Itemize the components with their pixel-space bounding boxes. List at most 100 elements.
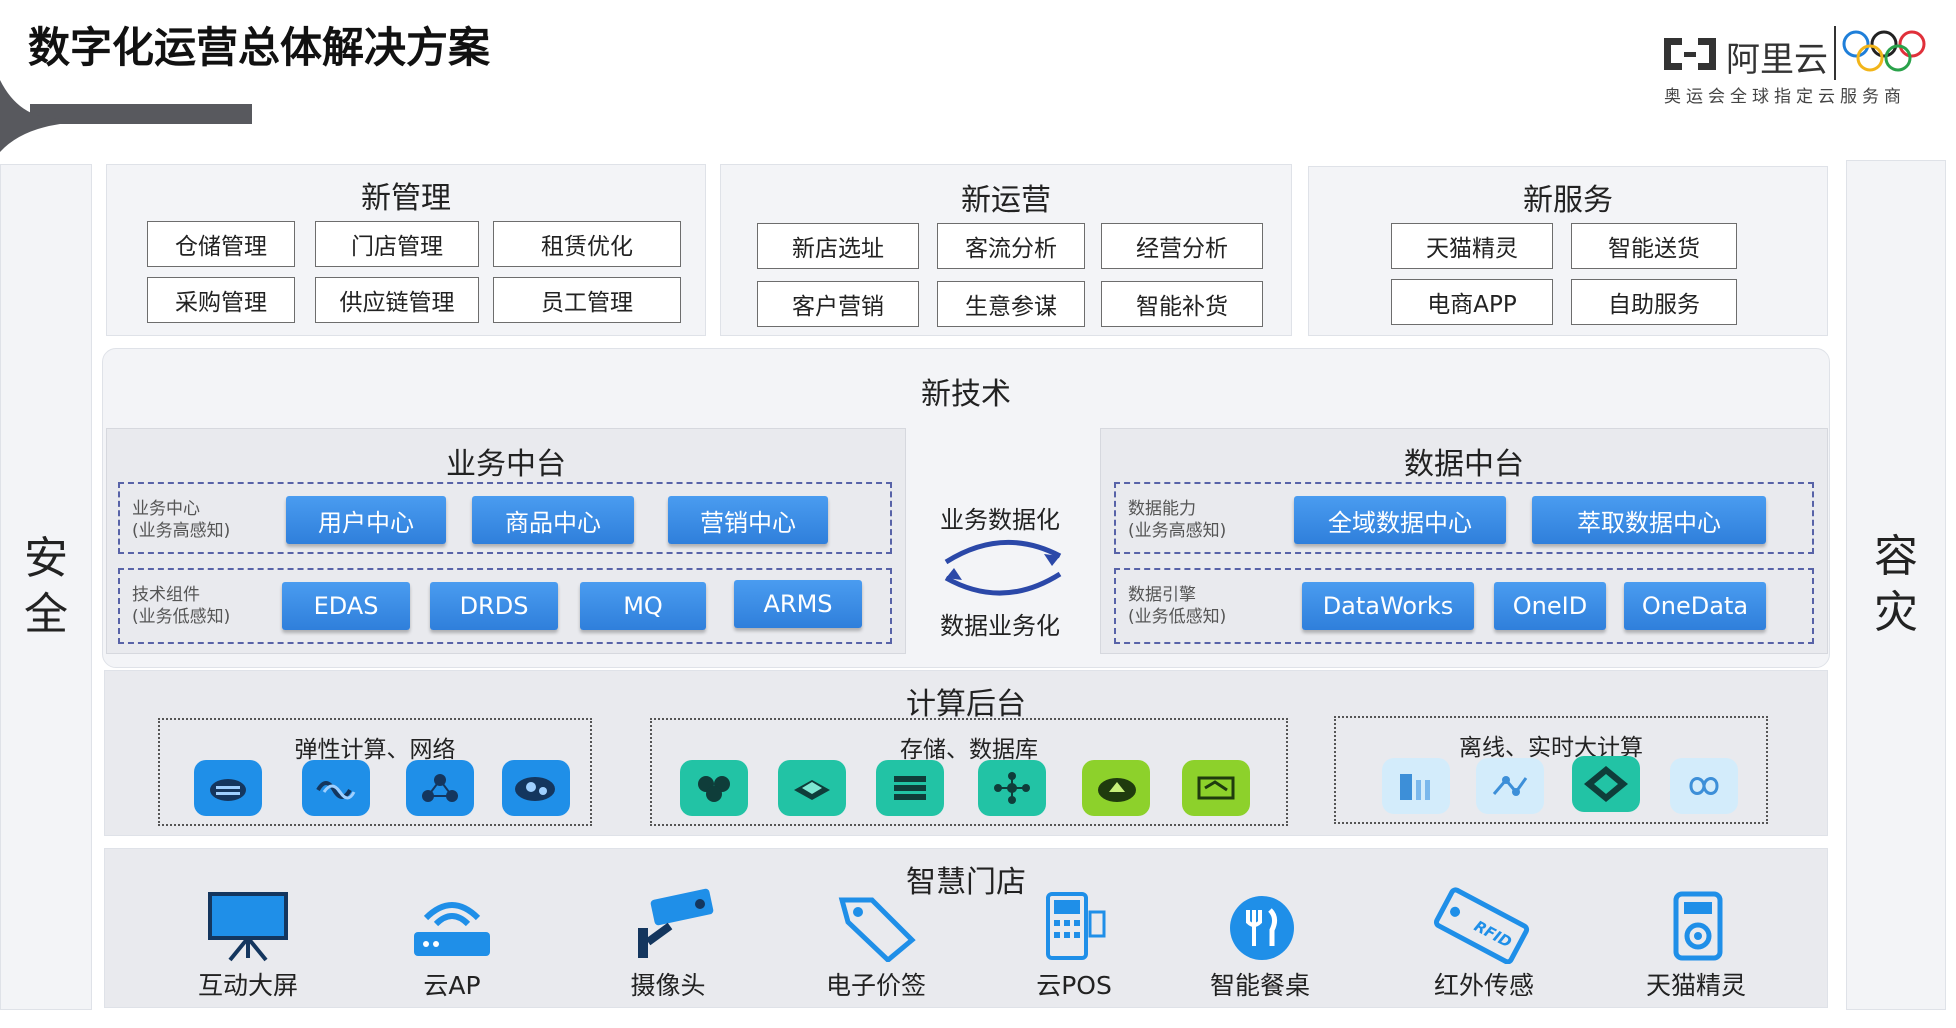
global-data-center-button[interactable]: 全域数据中心 (1294, 496, 1506, 544)
item-smart-replenish[interactable]: 智能补货 (1101, 281, 1263, 327)
item-tmall-genie[interactable]: 天猫精灵 (1391, 223, 1553, 269)
data-engine-row: 数据引擎(业务低感知) (1114, 568, 1814, 644)
cloud-backup-icon (1082, 760, 1150, 816)
device-label: 红外传感 (1433, 971, 1534, 1000)
compute-title: 计算后台 (906, 687, 1026, 722)
user-center-button[interactable]: 用户中心 (286, 496, 446, 544)
row-label: 数据引擎(业务低感知) (1128, 585, 1227, 627)
compute-group-bigdata: 离线、实时大计算 (1334, 716, 1768, 824)
tech-title: 新技术 (921, 377, 1011, 412)
drds-button[interactable]: DRDS (430, 582, 558, 630)
realtime-compute-icon (1572, 756, 1640, 812)
item-biz-advisor[interactable]: 生意参谋 (937, 281, 1085, 327)
device-label: 互动大屏 (197, 971, 298, 1000)
group-title: 弹性计算、网络 (294, 737, 456, 763)
item-traffic-analysis[interactable]: 客流分析 (937, 223, 1085, 269)
sync-bottom-label: 数据业务化 (940, 612, 1060, 640)
device-label: 云POS (1036, 971, 1112, 1000)
row-label: 数据能力(业务高感知) (1128, 499, 1227, 541)
data-transfer-icon (1182, 760, 1250, 816)
item-biz-analysis[interactable]: 经营分析 (1101, 223, 1263, 269)
tech-component-row: 技术组件(业务低感知) (118, 568, 892, 644)
aliyun-logo: 阿里云 奥运会全球指定云服务商 (1658, 24, 1928, 107)
cloud-ap-icon (414, 902, 490, 956)
item-supply-chain[interactable]: 供应链管理 (315, 277, 479, 323)
edas-button[interactable]: EDAS (282, 582, 410, 630)
marketing-center-button[interactable]: 营销中心 (668, 496, 828, 544)
row-label: 技术组件(业务低感知) (132, 585, 231, 627)
bigdata-bars-icon (1382, 758, 1450, 814)
title-accent-bar (30, 104, 252, 124)
oneid-button[interactable]: OneID (1494, 582, 1606, 630)
storage-layer-icon (778, 760, 846, 816)
security-column: 安全 (0, 164, 92, 1010)
sync-top-label: 业务数据化 (940, 506, 1060, 534)
item-ecommerce-app[interactable]: 电商APP (1391, 279, 1553, 325)
disaster-recovery-label: 容灾 (1874, 531, 1918, 638)
page-title: 数字化运营总体解决方案 (28, 23, 491, 72)
item-smart-delivery[interactable]: 智能送货 (1571, 223, 1737, 269)
item-staff[interactable]: 员工管理 (493, 277, 681, 323)
interactive-screen-icon (208, 892, 288, 962)
section-title: 新运营 (961, 183, 1051, 218)
item-site-select[interactable]: 新店选址 (757, 223, 919, 269)
sync-cycle-icon (944, 539, 1062, 596)
device-label: 云AP (423, 971, 481, 1000)
network-wave-icon (302, 760, 370, 816)
olympic-rings-icon (1842, 30, 1926, 72)
item-warehouse[interactable]: 仓储管理 (147, 221, 295, 267)
group-title: 存储、数据库 (900, 737, 1038, 763)
item-customer-marketing[interactable]: 客户营销 (757, 281, 919, 327)
mq-button[interactable]: MQ (580, 582, 706, 630)
arms-button[interactable]: ARMS (734, 580, 862, 628)
device-label: 智能餐桌 (1209, 971, 1310, 1000)
cloud-link-icon (502, 760, 570, 816)
business-center-row: 业务中心(业务高感知) (118, 482, 892, 554)
row-label: 业务中心(业务高感知) (132, 499, 231, 541)
smart-table-icon (1230, 896, 1294, 960)
section-title: 新管理 (361, 181, 451, 216)
smart-store-panel: 智慧门店 (104, 848, 1828, 1008)
device-label: 天猫精灵 (1645, 971, 1746, 1000)
section-new-operation: 新运营 新店选址 客流分析 经营分析 客户营销 生意参谋 智能补货 (720, 164, 1292, 336)
section-new-service: 新服务 天猫精灵 智能送货 电商APP 自助服务 (1308, 166, 1828, 336)
infinite-compute-icon (1670, 758, 1738, 814)
store-title: 智慧门店 (906, 865, 1026, 900)
database-stack-icon (876, 760, 944, 816)
data-title: 数据中台 (1404, 447, 1524, 482)
db-cluster-icon (680, 760, 748, 816)
item-lease-opt[interactable]: 租赁优化 (493, 221, 681, 267)
db-tree-icon (978, 760, 1046, 816)
price-tag-icon (838, 897, 916, 962)
aliyun-mark-icon (1664, 38, 1716, 70)
extract-data-center-button[interactable]: 萃取数据中心 (1532, 496, 1766, 544)
camera-icon (638, 888, 714, 958)
dataworks-button[interactable]: DataWorks (1302, 582, 1474, 630)
section-title: 新服务 (1523, 183, 1613, 218)
data-capability-row: 数据能力(业务高感知) (1114, 482, 1814, 554)
business-title: 业务中台 (446, 447, 566, 482)
product-center-button[interactable]: 商品中心 (472, 496, 634, 544)
device-label: 电子价签 (825, 971, 926, 1000)
item-purchase[interactable]: 采购管理 (147, 277, 295, 323)
onedata-button[interactable]: OneData (1624, 582, 1766, 630)
security-label: 安全 (24, 533, 68, 640)
cloud-pos-icon (1046, 892, 1106, 960)
rfid-sensor-icon: RFID (1426, 886, 1538, 964)
disaster-recovery-column: 容灾 (1846, 160, 1946, 1010)
item-store-mgmt[interactable]: 门店管理 (315, 221, 479, 267)
stream-compute-icon (1476, 758, 1544, 814)
item-self-service[interactable]: 自助服务 (1571, 279, 1737, 325)
device-label: 摄像头 (630, 971, 706, 1000)
compute-group-elastic: 弹性计算、网络 (158, 718, 592, 826)
logo-tagline: 奥运会全球指定云服务商 (1664, 87, 1906, 107)
cloud-server-icon (194, 760, 262, 816)
section-new-management: 新管理 仓储管理 门店管理 租赁优化 采购管理 供应链管理 员工管理 (106, 164, 706, 336)
group-title: 离线、实时大计算 (1459, 735, 1643, 761)
tmall-genie-icon (1673, 891, 1723, 961)
aliyun-brand: 阿里云 (1726, 40, 1828, 80)
title-accent-arc (0, 80, 60, 152)
compute-group-storage: 存储、数据库 (650, 718, 1288, 826)
topology-icon (406, 760, 474, 816)
logo-divider (1834, 26, 1836, 80)
